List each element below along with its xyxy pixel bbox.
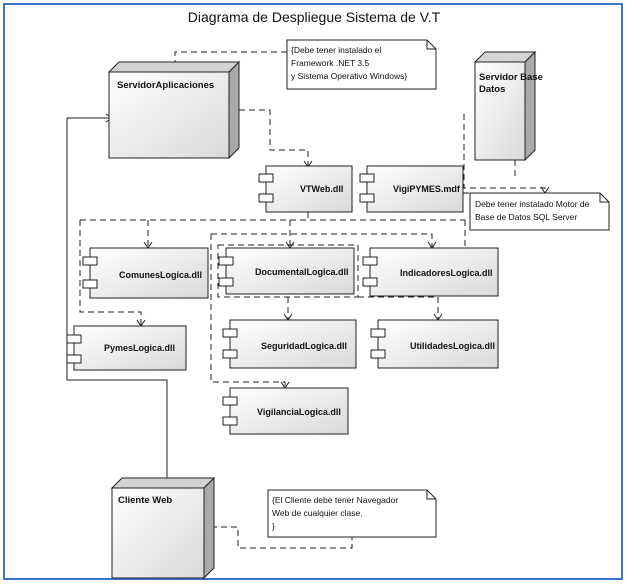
node-label-line2: Datos [479,84,505,95]
component-label: UtilidadesLogica.dll [410,341,495,351]
component-seguridad: SeguridadLogica.dll [222,319,357,369]
node-label: Cliente Web [118,495,172,506]
note-line: Base de Datos SQL Server [475,212,577,222]
component-label: VigiPYMES.mdf [393,184,461,194]
note-line: } [272,521,275,531]
component-comunes: ComunesLogica.dll [82,247,209,299]
component-utilidades: UtilidadesLogica.dll [370,319,499,369]
component-label: DocumentalLogica.dll [255,267,349,277]
component-vigipymes: VigiPYMES.mdf [359,165,464,213]
component-vigilancia: VigilanciaLogica.dll [222,387,349,435]
component-label: VTWeb.dll [300,184,343,194]
note-line: y Sistema Operativo Windows} [291,71,407,81]
component-pymes: PymesLogica.dll [66,325,187,371]
diagram-frame [3,3,623,580]
note-line: Web de cualquier clase. [272,508,363,518]
diagram-title: Diagrama de Despliegue Sistema de V.T [187,9,441,25]
note-navegador: {El Cliente debe tener Navegador Web de … [267,489,437,538]
component-label: SeguridadLogica.dll [261,341,347,351]
component-label: ComunesLogica.dll [119,270,202,280]
dependency-lines [79,51,546,549]
component-documental: DocumentalLogica.dll [218,247,355,295]
note-line: Framework .NET 3.5 [291,58,370,68]
component-label: VigilanciaLogica.dll [257,407,341,417]
component-indicadores: IndicadoresLogica.dll [362,247,499,297]
component-vtweb: VTWeb.dll [258,165,353,213]
note-line: {El Cliente debe tener Navegador [272,495,398,505]
note-line: Debe tener instalado Motor de [475,199,590,209]
component-label: PymesLogica.dll [104,343,175,353]
node-label-line1: Servidor Base [479,72,543,83]
note-line: {Debe tener instalado el [291,45,381,55]
node-servidor-aplicaciones: ServidorAplicaciones [107,60,241,160]
note-motor-bd: Debe tener instalado Motor de Base de Da… [469,192,610,231]
component-label: IndicadoresLogica.dll [400,268,493,278]
note-framework: {Debe tener instalado el Framework .NET … [286,39,437,90]
node-label: ServidorAplicaciones [117,80,214,91]
node-cliente-web: Cliente Web [110,476,216,580]
node-servidor-base-datos: Servidor Base Datos [473,50,543,162]
